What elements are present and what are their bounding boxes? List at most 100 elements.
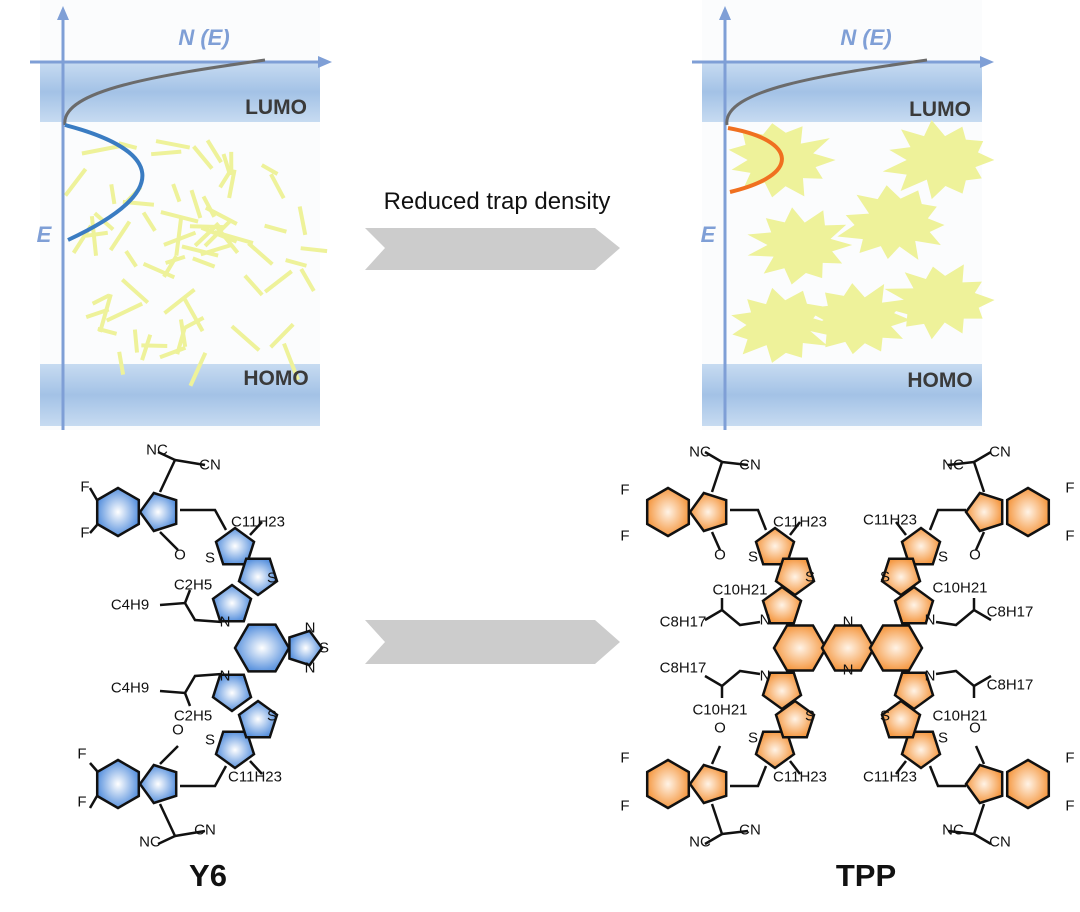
tpp-atom-label: F: [1065, 749, 1075, 767]
y6-atom-label: F: [77, 745, 87, 763]
bond: [789, 521, 801, 536]
crystal-domain: [882, 120, 995, 200]
crystallite: [297, 206, 308, 236]
crystallite: [174, 217, 184, 256]
homo-band: [702, 364, 982, 426]
right-dos-panel: [692, 0, 995, 430]
tpp-atom-label: F: [620, 797, 630, 815]
crystallite: [263, 269, 293, 294]
ring: [688, 491, 728, 533]
homo-band: [40, 364, 320, 426]
ring: [893, 671, 935, 711]
y6-atom-label: S: [266, 569, 278, 587]
crystallite: [203, 219, 232, 248]
y6-atom-label: NC: [146, 441, 168, 459]
bond: [88, 795, 99, 809]
crystallite: [192, 145, 214, 170]
axis-arrow-icon: [980, 56, 994, 68]
right-homo-label: HOMO: [907, 369, 973, 392]
trap-state-curve: [64, 123, 145, 242]
y6-atom-label: S: [318, 639, 330, 657]
ring: [1005, 758, 1051, 810]
y6-atom-label: C2H5: [173, 576, 213, 594]
crystallite: [163, 230, 197, 247]
ring: [880, 557, 922, 597]
dos-curve: [63, 58, 266, 126]
crystallite: [63, 167, 88, 197]
bond: [180, 765, 228, 788]
y6-atom-label: F: [80, 478, 90, 496]
bond: [935, 669, 992, 688]
bond: [159, 672, 223, 695]
crystallite: [182, 296, 205, 333]
tpp-atom-label: CN: [989, 833, 1011, 851]
ring: [95, 758, 141, 810]
ring: [893, 585, 935, 625]
crystallite: [189, 189, 203, 219]
ring: [774, 557, 816, 597]
y6-atom-label: CN: [194, 821, 216, 839]
ring: [645, 758, 691, 810]
crystallite: [155, 139, 191, 150]
crystallite: [109, 183, 117, 205]
ring: [880, 699, 922, 739]
bond: [159, 531, 179, 551]
y6-atom-label: S: [266, 707, 278, 725]
bond: [89, 524, 98, 534]
tpp-atom-label: C11H23: [773, 768, 827, 786]
ring: [214, 526, 256, 566]
ring: [964, 491, 1004, 533]
ring: [900, 526, 942, 566]
crystal-domain: [803, 283, 911, 355]
arrow-bottom: [365, 620, 620, 664]
arrow-caption: Reduced trap density: [383, 188, 611, 215]
crystal-domain: [837, 185, 945, 260]
tpp-atom-label: NC: [689, 443, 711, 461]
y6-atom-label: C11H23: [231, 513, 285, 531]
ring: [95, 486, 141, 538]
tpp-atom-label: C10H21: [712, 581, 768, 599]
tpp-atom-label: C8H17: [659, 659, 707, 677]
axis-arrow-icon: [318, 56, 332, 68]
crystallite: [171, 183, 182, 203]
crystallite: [243, 274, 264, 297]
bond: [89, 762, 98, 772]
ring: [754, 526, 796, 566]
ring: [774, 699, 816, 739]
left-dos-panel: [30, 0, 332, 430]
crystallite: [201, 195, 217, 218]
y6-atom-label: O: [174, 546, 186, 564]
ring: [820, 624, 876, 672]
tpp-name: TPP: [835, 858, 897, 893]
crystallite: [264, 223, 287, 234]
ring: [754, 730, 796, 770]
bond: [174, 829, 206, 838]
tpp-atom-label: N: [842, 613, 854, 631]
tpp-atom-label: S: [747, 729, 759, 747]
y6-atom-label: N: [304, 619, 316, 637]
tpp-atom-label: F: [1065, 479, 1075, 497]
tpp-atom-label: S: [937, 548, 949, 566]
bond: [174, 458, 206, 467]
left-homo-label: HOMO: [243, 367, 309, 390]
tpp-atom-label: N: [924, 667, 936, 685]
tpp-atom-label: N: [759, 611, 771, 629]
ring: [761, 585, 803, 625]
tpp-atom-label: O: [969, 546, 981, 564]
bond: [710, 745, 722, 765]
tpp-atom-label: C10H21: [932, 707, 988, 725]
tpp-atom-label: C8H17: [986, 603, 1034, 621]
bond: [974, 531, 986, 551]
crystallite: [247, 241, 274, 266]
y6-atom-label: N: [219, 667, 231, 685]
crystallite: [108, 220, 132, 252]
crystallite: [132, 329, 140, 353]
crystallite: [260, 163, 279, 176]
bond: [159, 745, 179, 765]
crystallite: [98, 293, 113, 333]
y6-atom-label: S: [204, 731, 216, 749]
bond: [928, 508, 966, 531]
crystal-domain: [747, 207, 853, 285]
crystallite: [91, 293, 111, 306]
